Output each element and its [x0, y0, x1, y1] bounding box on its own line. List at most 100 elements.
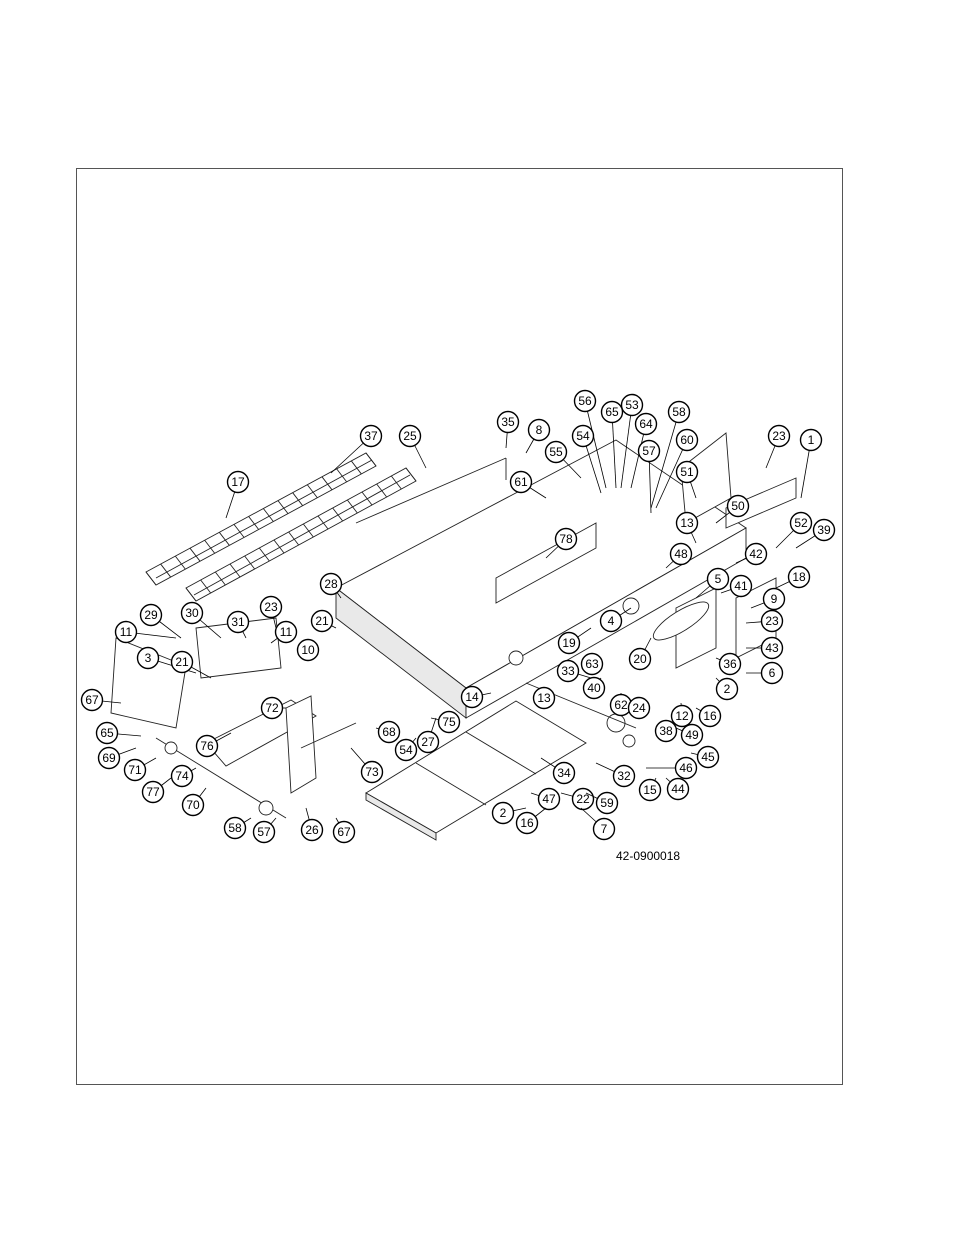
callout-label: 23 — [264, 600, 278, 614]
callout-6: 6 — [746, 661, 784, 685]
callout-21: 21 — [310, 609, 337, 633]
callout-57: 57 — [252, 817, 277, 844]
drawing-number: 42-0900018 — [616, 849, 680, 863]
callout-label: 58 — [672, 405, 686, 419]
callout-balloon — [698, 704, 722, 728]
callout-label: 12 — [675, 709, 689, 723]
callout-balloon — [394, 738, 418, 762]
callout-balloon — [599, 609, 623, 633]
callout-60: 60 — [655, 428, 699, 509]
callout-label: 34 — [557, 766, 571, 780]
callout-label: 23 — [765, 614, 779, 628]
callout-balloon — [141, 780, 165, 804]
callout-balloon — [332, 820, 356, 844]
callout-19: 19 — [557, 627, 592, 655]
callout-62: 62 — [609, 693, 633, 717]
callout-33: 33 — [556, 659, 592, 683]
callout-balloon — [600, 400, 624, 424]
callout-23: 23 — [745, 609, 784, 633]
callout-balloon — [592, 817, 616, 841]
callout-balloon — [139, 603, 163, 627]
callout-label: 8 — [536, 423, 543, 437]
callout-label: 75 — [442, 715, 456, 729]
callout-47: 47 — [530, 787, 561, 811]
callout-9: 9 — [750, 587, 786, 611]
callout-balloon — [460, 685, 484, 709]
callout-balloon — [571, 424, 595, 448]
callout-48: 48 — [665, 542, 693, 569]
callout-11: 11 — [270, 620, 298, 644]
callout-45: 45 — [690, 745, 720, 769]
callout-76: 76 — [195, 732, 232, 758]
callout-balloon — [654, 719, 678, 743]
callout-67: 67 — [80, 688, 122, 712]
callout-label: 52 — [794, 516, 808, 530]
callout-balloon — [398, 424, 422, 448]
callout-balloon — [670, 704, 694, 728]
callout-label: 38 — [659, 724, 673, 738]
callout-37: 37 — [330, 424, 383, 474]
callout-label: 19 — [562, 636, 576, 650]
callout-20: 20 — [628, 637, 652, 671]
callout-label: 6 — [769, 666, 776, 680]
callout-label: 68 — [382, 725, 396, 739]
callout-balloon — [573, 389, 597, 413]
callout-balloon — [170, 764, 194, 788]
callout-balloon — [620, 393, 644, 417]
callout-2: 2 — [715, 677, 739, 701]
callout-balloon — [556, 659, 580, 683]
callout-50: 50 — [715, 494, 750, 524]
callout-2: 2 — [491, 801, 527, 825]
callout-label: 47 — [542, 792, 556, 806]
callout-label: 74 — [175, 769, 189, 783]
callout-32: 32 — [595, 762, 636, 788]
callout-54: 54 — [394, 737, 418, 762]
callout-72: 72 — [260, 696, 286, 720]
callout-27: 27 — [416, 717, 440, 754]
callout-label: 33 — [561, 664, 575, 678]
callout-label: 51 — [680, 465, 694, 479]
callout-34: 34 — [540, 757, 576, 785]
callout-label: 7 — [601, 822, 608, 836]
callout-40: 40 — [582, 676, 606, 700]
callout-balloon — [789, 511, 813, 535]
callout-label: 23 — [772, 429, 786, 443]
leader-line — [655, 439, 688, 509]
callout-balloon — [259, 595, 283, 619]
callout-53: 53 — [620, 393, 644, 489]
callout-balloon — [554, 527, 578, 551]
callout-10: 10 — [296, 638, 320, 662]
callout-42: 42 — [735, 542, 768, 566]
callout-28: 28 — [319, 572, 343, 599]
callout-label: 54 — [399, 743, 413, 757]
callout-balloon — [595, 791, 619, 815]
callout-65: 65 — [600, 400, 624, 489]
callout-18: 18 — [775, 565, 811, 589]
callout-71: 71 — [123, 757, 157, 782]
callout-balloon — [744, 542, 768, 566]
callout-label: 71 — [128, 763, 142, 777]
callout-balloon — [95, 721, 119, 745]
callout-balloon — [634, 412, 658, 436]
callout-balloon — [706, 567, 730, 591]
callout-balloon — [97, 746, 121, 770]
callout-label: 28 — [324, 577, 338, 591]
callout-38: 38 — [654, 719, 678, 743]
callout-13: 13 — [532, 686, 556, 710]
callout-label: 26 — [305, 823, 319, 837]
callout-balloon — [296, 638, 320, 662]
callout-balloon — [252, 820, 276, 844]
callout-label: 43 — [765, 641, 779, 655]
callout-balloon — [726, 494, 750, 518]
callout-balloon — [799, 428, 823, 452]
callout-balloon — [674, 756, 698, 780]
callout-balloon — [527, 418, 551, 442]
callout-label: 21 — [175, 655, 189, 669]
callout-label: 20 — [633, 652, 647, 666]
callout-label: 67 — [337, 825, 351, 839]
callout-balloon — [515, 811, 539, 835]
callout-balloon — [226, 470, 250, 494]
callout-balloon — [760, 636, 784, 660]
callout-balloon — [787, 565, 811, 589]
